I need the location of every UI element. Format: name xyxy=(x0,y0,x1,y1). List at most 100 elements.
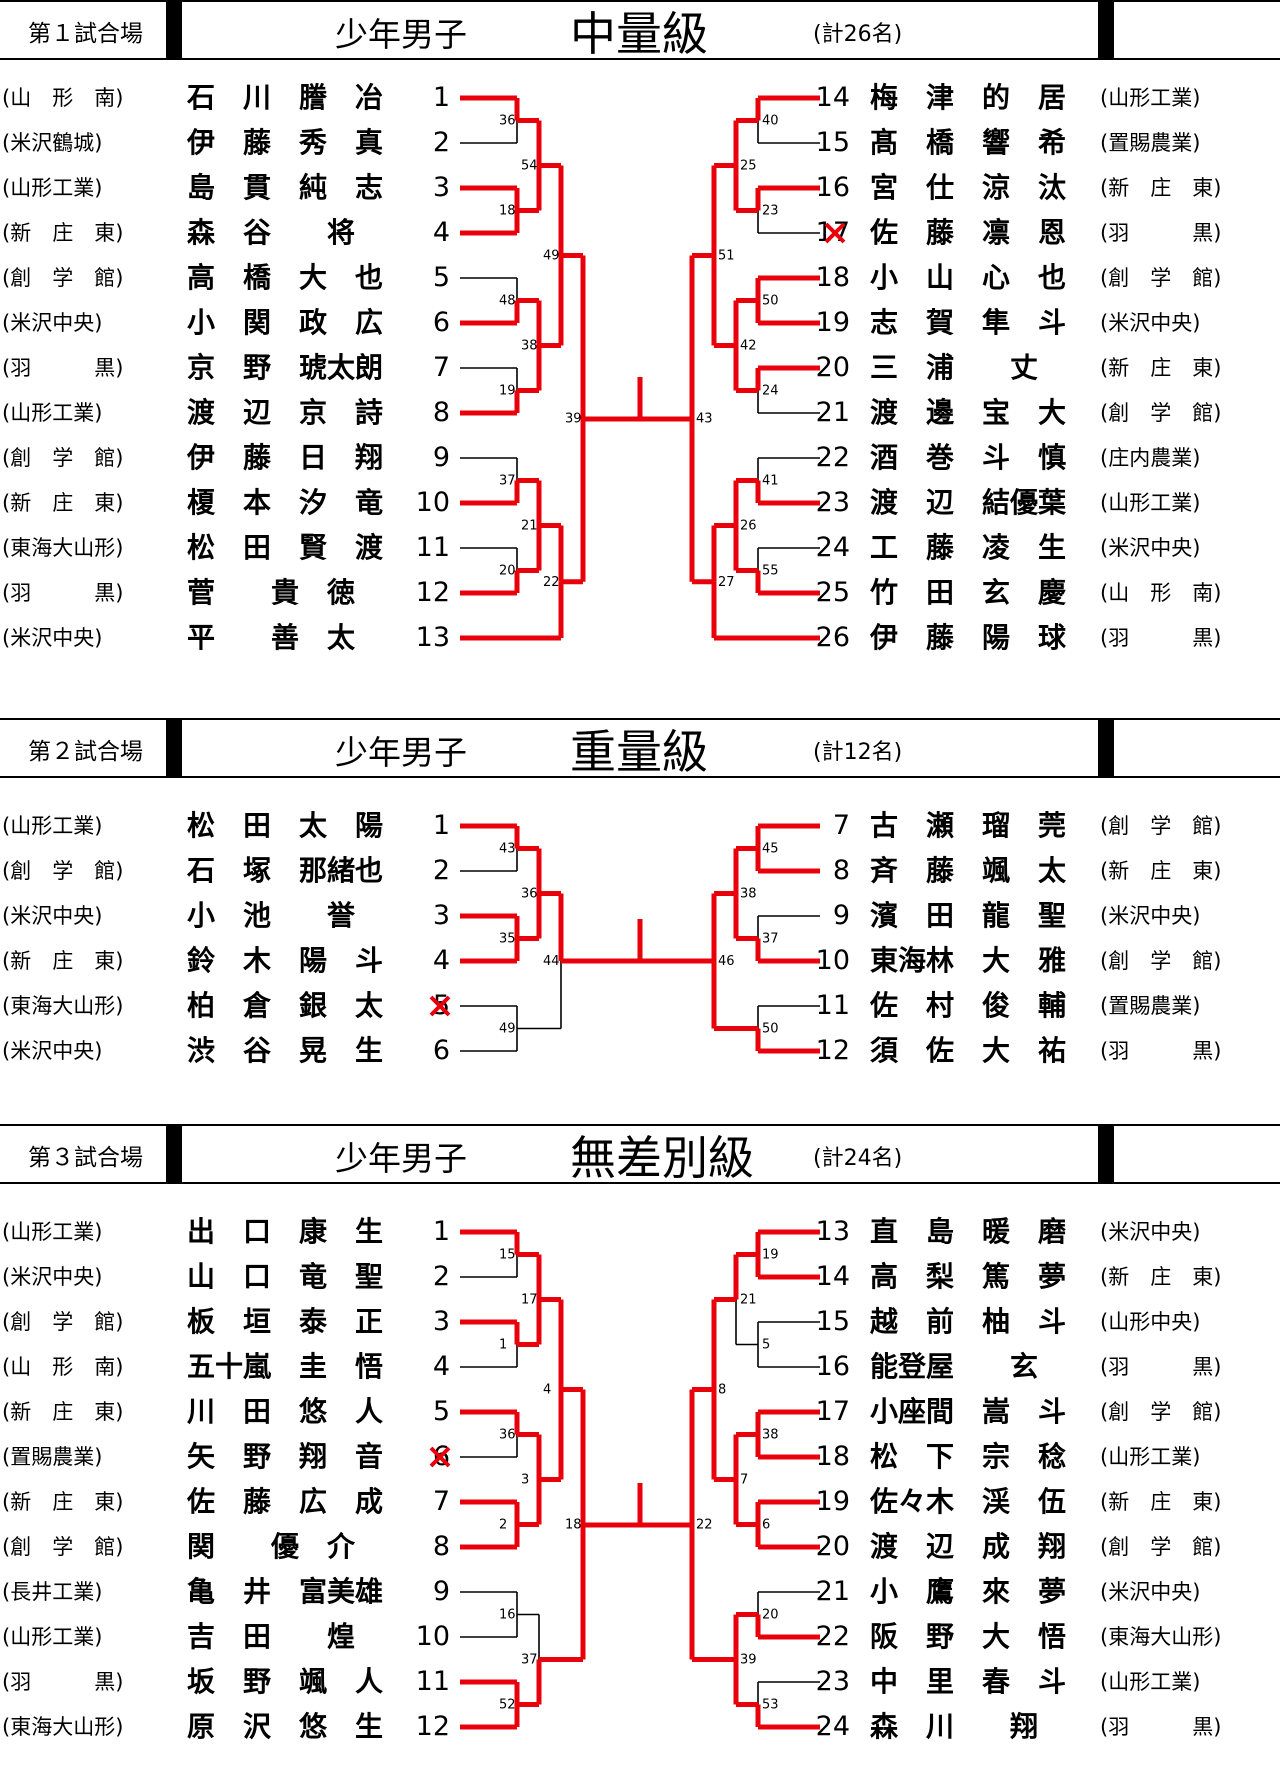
match-number: 38 xyxy=(740,887,757,902)
school-name: (東海大山形) xyxy=(1100,1625,1222,1649)
seed-number: 9 xyxy=(432,1576,450,1607)
player-name: 山 口 竜 聖 xyxy=(187,1260,384,1293)
player-name: 直 島 暖 磨 xyxy=(870,1215,1067,1248)
seed-number: 12 xyxy=(415,577,450,608)
player-name: 松 田 太 陽 xyxy=(187,809,384,842)
seed-number: 26 xyxy=(815,622,850,653)
section-header: 第１試合場少年男子中量級(計26名) xyxy=(0,0,1280,61)
school-name: (羽 黒) xyxy=(2,356,124,380)
player-name: 中 里 春 斗 xyxy=(870,1665,1067,1698)
school-name: (山形工業) xyxy=(1100,86,1201,110)
school-name: (創 学 館) xyxy=(1100,1535,1222,1559)
seed-number: 18 xyxy=(815,262,850,293)
school-name: (東海大山形) xyxy=(2,994,124,1018)
match-number: 51 xyxy=(718,249,735,264)
seed-number: 3 xyxy=(432,1306,450,1337)
school-name: (山形工業) xyxy=(2,176,103,200)
player-name: 越 前 柚 斗 xyxy=(870,1305,1067,1338)
school-name: (山形工業) xyxy=(2,814,103,838)
school-name: (新 庄 東) xyxy=(2,1490,124,1514)
school-name: (羽 黒) xyxy=(1100,1355,1222,1379)
school-name: (山形工業) xyxy=(2,1220,103,1244)
player-name: 原 沢 悠 生 xyxy=(187,1710,384,1743)
seed-number: 5 xyxy=(432,262,450,293)
player-name: 濱 田 龍 聖 xyxy=(870,899,1067,932)
player-name: 松 田 賢 渡 xyxy=(187,531,384,564)
school-name: (新 庄 東) xyxy=(2,1400,124,1424)
player-name: 能登屋 玄 xyxy=(870,1350,1039,1383)
player-name: 柏 倉 銀 太 xyxy=(187,989,384,1022)
match-number: 37 xyxy=(521,1653,538,1668)
weight-class-title: 重量級 xyxy=(570,725,708,779)
seed-number: 15 xyxy=(815,1306,850,1337)
match-number: 25 xyxy=(740,159,757,174)
school-name: (新 庄 東) xyxy=(1100,356,1222,380)
player-name: 伊 藤 日 翔 xyxy=(187,441,384,474)
player-name: 渋 谷 晃 生 xyxy=(187,1034,384,1067)
player-name: 宮 仕 涼 汰 xyxy=(870,171,1067,204)
match-number: 50 xyxy=(762,1022,779,1037)
player-name: 古 瀬 瑠 莞 xyxy=(870,809,1067,842)
school-name: (創 学 館) xyxy=(2,1310,124,1334)
school-name: (新 庄 東) xyxy=(2,491,124,515)
match-number: 24 xyxy=(762,384,779,399)
school-name: (山 形 南) xyxy=(1100,581,1222,605)
player-name: 竹 田 玄 慶 xyxy=(870,576,1067,609)
player-name: 東海林 大 雅 xyxy=(870,944,1067,977)
school-name: (羽 黒) xyxy=(2,581,124,605)
player-name: 坂 野 颯 人 xyxy=(187,1665,384,1698)
seed-number: 9 xyxy=(832,900,850,931)
school-name: (山形工業) xyxy=(2,401,103,425)
seed-number: 3 xyxy=(432,900,450,931)
player-name: 島 貫 純 志 xyxy=(187,171,384,204)
match-number: 27 xyxy=(718,575,735,590)
school-name: (米沢中央) xyxy=(1100,1580,1201,1604)
seed-number: 7 xyxy=(432,1486,450,1517)
seed-number: 7 xyxy=(432,352,450,383)
match-number: 2 xyxy=(499,1518,507,1533)
player-name: 小 山 心 也 xyxy=(870,261,1067,294)
seed-number: 13 xyxy=(815,1216,850,1247)
match-number: 18 xyxy=(499,204,516,219)
school-name: (羽 黒) xyxy=(1100,626,1222,650)
match-number: 26 xyxy=(740,519,757,534)
school-name: (創 学 館) xyxy=(1100,266,1222,290)
match-number: 46 xyxy=(718,954,735,969)
match-number: 48 xyxy=(499,294,516,309)
seed-number: 1 xyxy=(432,810,450,841)
match-number: 38 xyxy=(521,339,538,354)
player-name: 板 垣 泰 正 xyxy=(187,1305,384,1338)
player-name: 平 善 太 xyxy=(187,621,356,654)
school-name: (山形工業) xyxy=(1100,1670,1201,1694)
school-name: (米沢中央) xyxy=(2,904,103,928)
player-name: 松 下 宗 稔 xyxy=(870,1440,1067,1473)
player-name: 志 賀 隼 斗 xyxy=(870,306,1067,339)
match-number: 8 xyxy=(718,1383,726,1398)
seed-number: 19 xyxy=(815,1486,850,1517)
seed-number: 2 xyxy=(432,127,450,158)
player-name: 工 藤 凌 生 xyxy=(870,531,1067,564)
seed-number: 2 xyxy=(432,855,450,886)
venue-label: 第３試合場 xyxy=(28,1145,143,1171)
match-number: 40 xyxy=(762,114,779,129)
match-number: 21 xyxy=(521,519,538,534)
left-entrant-row: (東海大山形)柏 倉 銀 太5 xyxy=(0,984,1280,1028)
school-name: (米沢中央) xyxy=(2,626,103,650)
match-number: 15 xyxy=(499,1248,516,1263)
category-label: 少年男子 xyxy=(335,15,467,54)
